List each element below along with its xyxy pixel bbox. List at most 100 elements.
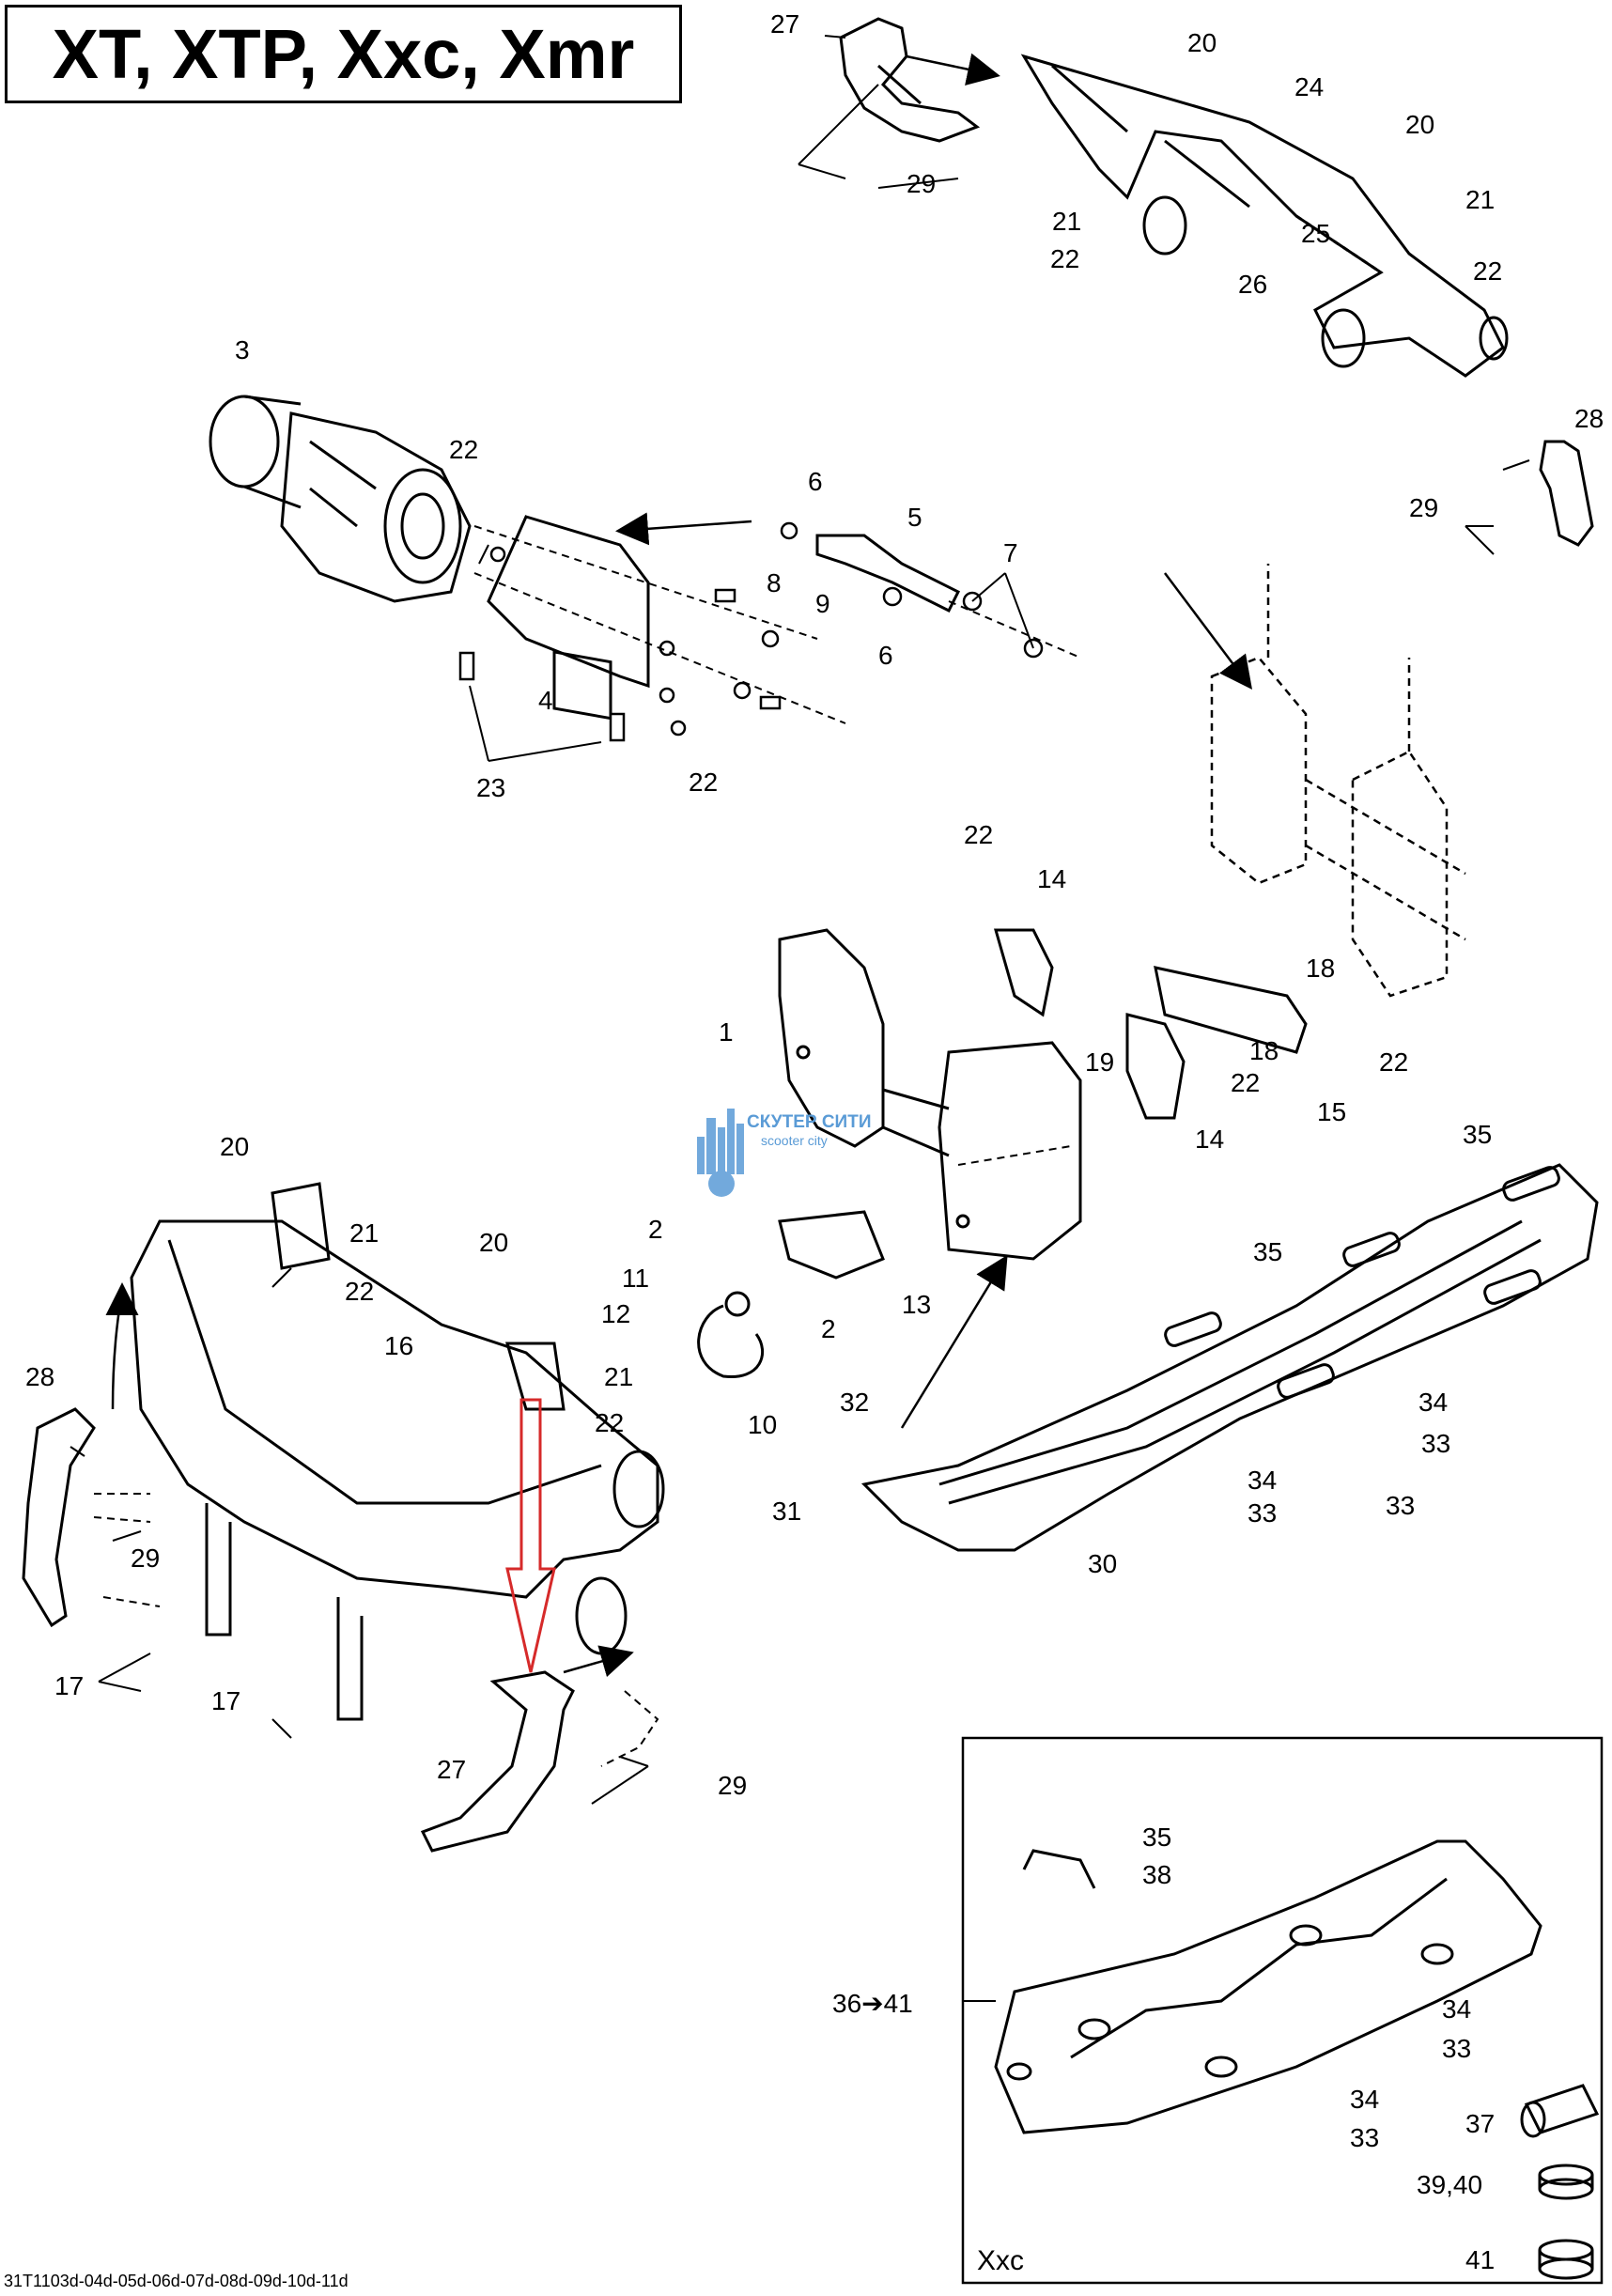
page-title: XT, XTP, Xxc, Xmr [5, 5, 682, 103]
callout-label: 32 [840, 1388, 869, 1417]
callout-label: 34 [1248, 1466, 1277, 1495]
callout-label: 27 [770, 9, 799, 39]
callout-label: 24 [1294, 72, 1324, 101]
callout-label: 22 [595, 1408, 624, 1437]
callout-label: 20 [1405, 110, 1434, 139]
inset-frame [961, 1736, 1604, 2285]
callout-label: 34 [1442, 1994, 1471, 2024]
inset-bushings [1520, 2084, 1600, 2280]
callout-label: 35 [1253, 1237, 1282, 1266]
callout-label: 7 [1003, 538, 1018, 567]
callout-label: 2 [648, 1215, 663, 1244]
callout-label: 22 [449, 435, 478, 464]
callout-label: 17 [211, 1686, 240, 1715]
callout-label: 33 [1350, 2123, 1379, 2152]
callout-label: 29 [907, 169, 936, 198]
callout-label: 20 [479, 1228, 508, 1257]
callout-label: 17 [54, 1671, 84, 1700]
skid-plate-30 [860, 1163, 1599, 1552]
tow-hitch-assembly [778, 928, 1308, 1280]
callout-label: 22 [1050, 244, 1079, 273]
callout-label: 33 [1248, 1498, 1277, 1528]
callout-label: 33 [1386, 1491, 1415, 1520]
callout-label: 22 [1473, 256, 1502, 286]
callout-label: 20 [1187, 28, 1217, 57]
callout-label: 21 [1465, 185, 1495, 214]
inset-skid-plate [994, 1839, 1542, 2134]
callout-label: 12 [601, 1299, 630, 1328]
callout-label: 21 [1052, 207, 1081, 236]
callout-label: 23 [476, 773, 505, 802]
callout-label: 22 [689, 768, 718, 797]
callout-label: 25 [1301, 219, 1330, 248]
callout-label: 30 [1088, 1549, 1117, 1578]
callouts: 27 20 24 20 29 21 21 22 25 22 26 3 28 22… [25, 9, 1604, 2274]
callout-label: 18 [1306, 954, 1335, 983]
handle-28-left [22, 1407, 96, 1628]
inset-label: Xxc [977, 2245, 1025, 2276]
handle-27-bottom [420, 1670, 575, 1853]
callout-label: 4 [538, 686, 553, 715]
reference-code: 31T1103d-04d-05d-06d-07d-08d-09d-10d-11d [4, 2272, 349, 2290]
callout-label: 19 [1085, 1047, 1114, 1077]
leader-lines [70, 35, 1530, 2002]
callout-label: 29 [718, 1771, 747, 1800]
callout-label: 9 [815, 589, 830, 618]
callout-label: 3 [235, 335, 250, 365]
callout-label: 37 [1465, 2109, 1495, 2138]
callout-label: 6 [878, 641, 893, 670]
bracket-5 [815, 534, 961, 613]
callout-label: 22 [1231, 1068, 1260, 1097]
watermark-text: СКУТЕР СИТИ [747, 1112, 872, 1132]
callout-label: 38 [1142, 1860, 1171, 1889]
callout-label: 10 [748, 1410, 777, 1439]
callout-label: 29 [131, 1544, 160, 1573]
callout-label: 22 [964, 820, 993, 849]
callout-label: 27 [437, 1755, 466, 1784]
callout-label: 22 [345, 1277, 374, 1306]
callout-label: 28 [25, 1362, 54, 1391]
callout-label: 21 [604, 1362, 633, 1391]
callout-label: 26 [1238, 270, 1267, 299]
callout-label: 8 [767, 568, 782, 597]
callout-label: 1 [719, 1017, 734, 1047]
callout-label: 29 [1409, 493, 1438, 522]
highlight-arrow [505, 1398, 556, 1673]
callout-label: 21 [349, 1218, 379, 1248]
callout-label: 41 [1465, 2245, 1495, 2274]
callout-label: 34 [1350, 2085, 1379, 2114]
watermark-logo-icon [697, 1109, 744, 1197]
callout-label: 20 [220, 1132, 249, 1161]
callout-label: 5 [907, 503, 922, 532]
callout-label: 28 [1574, 404, 1604, 433]
callout-label: 6 [808, 467, 823, 496]
callout-label: 33 [1442, 2034, 1471, 2063]
winch-plate-4 [487, 515, 650, 721]
callout-label: 35 [1463, 1120, 1492, 1149]
front-bumper-16 [130, 1182, 665, 1721]
callout-label: 18 [1249, 1036, 1279, 1065]
handle-28-right [1539, 440, 1594, 547]
callout-label: 15 [1317, 1097, 1346, 1126]
front-bumper-assembly [1020, 54, 1509, 378]
callout-label: 36➔41 [832, 1989, 913, 2018]
callout-label: 39,40 [1417, 2170, 1482, 2199]
callout-label: 22 [1379, 1047, 1408, 1077]
callout-label: 2 [821, 1314, 836, 1343]
handle-27-top [839, 17, 981, 143]
callout-label: 16 [384, 1331, 413, 1360]
callout-label: 31 [772, 1497, 801, 1526]
callout-label: 33 [1421, 1429, 1450, 1458]
callout-label: 35 [1142, 1823, 1171, 1852]
winch-fasteners [458, 521, 1044, 742]
callout-label: 34 [1418, 1388, 1448, 1417]
watermark-subtext: scooter city [761, 1133, 828, 1148]
callout-label: 11 [622, 1264, 649, 1293]
tow-hook-10 [697, 1291, 765, 1378]
callout-label: 13 [902, 1290, 931, 1319]
vehicle-frame-dashed [1210, 564, 1466, 998]
winch-assembly [209, 395, 472, 603]
motion-arrows [105, 53, 1252, 1678]
callout-label: 14 [1037, 864, 1066, 893]
